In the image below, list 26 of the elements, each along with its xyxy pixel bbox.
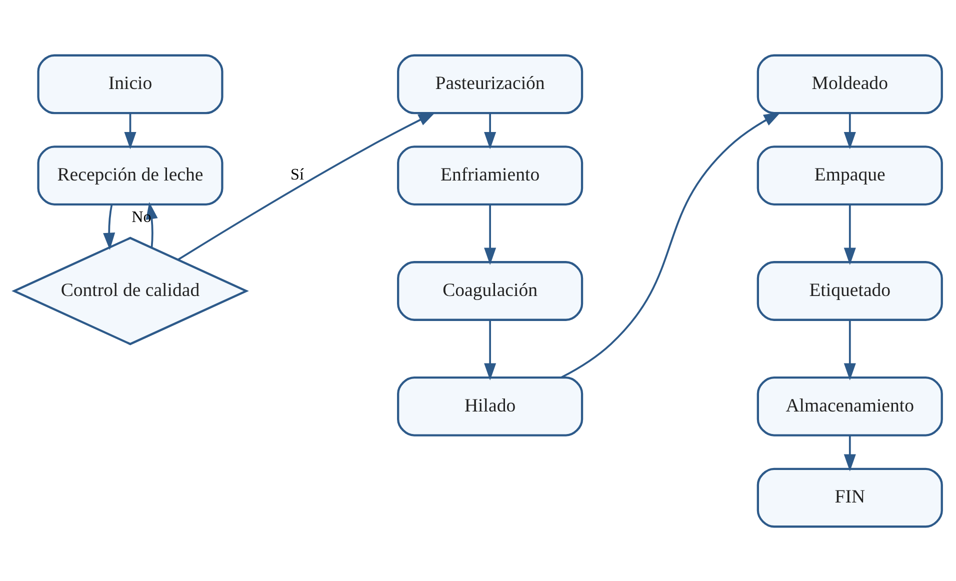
node-box: FIN (756, 467, 943, 528)
node-diamond: Control de calidad (12, 236, 249, 345)
arrow (844, 112, 856, 149)
node-box: Etiquetado (756, 260, 943, 320)
node-box: Coagulación (397, 260, 584, 320)
arrow (103, 204, 116, 250)
edge-label: Sí (290, 166, 304, 183)
arrow (844, 320, 856, 380)
node-box: Hilado (397, 376, 584, 436)
arrow (146, 201, 158, 248)
arrow (484, 320, 496, 380)
edge-label: No (132, 208, 152, 226)
arrow (844, 204, 856, 264)
arrow (124, 112, 136, 149)
node-box: Inicio (37, 54, 224, 114)
arrow (844, 434, 856, 471)
arrow (178, 112, 436, 260)
arrow (561, 112, 781, 378)
node-box: Enfriamiento (397, 145, 584, 205)
node-box: Empaque (756, 145, 943, 205)
arrow (484, 112, 496, 149)
node-box: Pasteurización (397, 54, 584, 114)
node-box: Almacenamiento (756, 376, 943, 436)
node-box: Moldeado (756, 54, 943, 114)
arrow (484, 204, 496, 264)
node-box: Recepción de leche (37, 145, 224, 205)
